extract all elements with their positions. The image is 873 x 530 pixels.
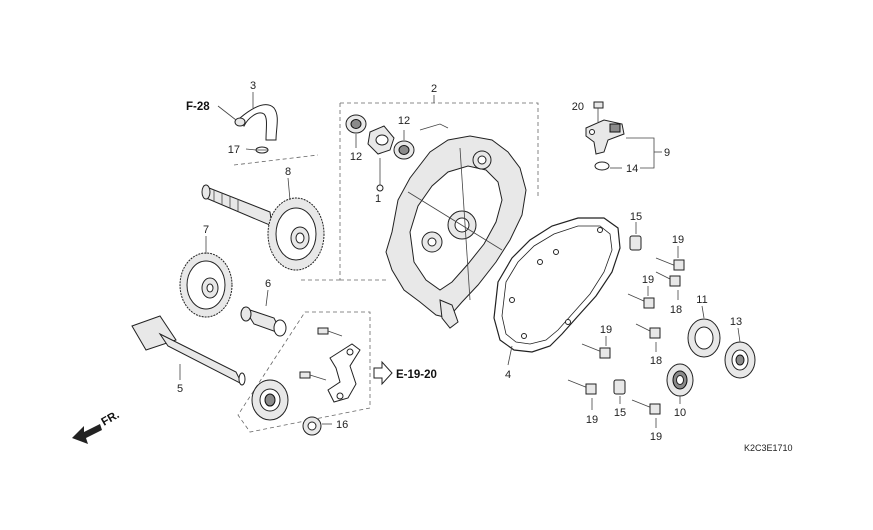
- part-number-2: 2: [431, 83, 437, 95]
- reference-arrow-e1920: [373, 360, 393, 386]
- bracket-bolt-upper: [317, 327, 343, 337]
- front-direction-arrow: [72, 424, 102, 444]
- bracket-bolt-lower: [299, 371, 327, 381]
- part-number-10: 10: [674, 407, 686, 419]
- bolt-19-d: [581, 343, 611, 359]
- bolt-19-c: [627, 293, 655, 309]
- part-number-19c: 19: [600, 324, 612, 336]
- reference-f28: F-28: [186, 101, 210, 113]
- bolt-19-a: [655, 257, 685, 271]
- part-number-15b: 15: [614, 407, 626, 419]
- oil-seal-13: [724, 341, 756, 379]
- bracket-group-outline: [237, 311, 371, 433]
- speed-sensor-9: [585, 119, 625, 155]
- part-number-5: 5: [177, 383, 183, 395]
- part-number-3: 3: [250, 80, 256, 92]
- part-number-12a: 12: [350, 151, 362, 163]
- drawing-code: K2C3E1710: [744, 443, 793, 453]
- part-number-4: 4: [505, 369, 511, 381]
- breather-tube-3: [234, 104, 278, 141]
- part-number-7: 7: [203, 224, 209, 236]
- clip-17: [255, 146, 269, 154]
- bracket-plate: [327, 343, 361, 403]
- part-number-20: 20: [572, 101, 584, 113]
- o-ring-14: [594, 161, 610, 171]
- bearing-12-right: [393, 140, 415, 160]
- part-number-13: 13: [730, 316, 742, 328]
- dowel-pin-15-upper: [629, 235, 642, 251]
- countershaft-gear-8: [201, 184, 325, 271]
- gear-6: [240, 306, 287, 337]
- gear-7: [179, 252, 233, 318]
- part-number-8: 8: [285, 166, 291, 178]
- reference-e1920: E-19-20: [396, 369, 437, 381]
- part-number-9: 9: [664, 147, 670, 159]
- part-number-18a: 18: [670, 304, 682, 316]
- bolt-18-b: [635, 323, 661, 339]
- shaft-bearing: [251, 379, 289, 421]
- collar-1: [367, 125, 395, 155]
- part-number-12b: 12: [398, 115, 410, 127]
- washer-16: [302, 416, 322, 436]
- part-number-1: 1: [375, 193, 381, 205]
- part-number-14: 14: [626, 163, 638, 175]
- front-label: FR.: [100, 409, 122, 429]
- bolt-19-e: [567, 379, 597, 395]
- part-number-19b: 19: [642, 274, 654, 286]
- bolt-19-b: [655, 271, 681, 287]
- dowel-pin-15-lower: [613, 379, 626, 395]
- final-shaft-5: [131, 315, 246, 386]
- part-number-11: 11: [696, 294, 707, 306]
- bearing-12-left: [345, 114, 367, 134]
- part-number-19e: 19: [650, 431, 662, 443]
- cover-group-outline: [340, 102, 539, 198]
- transmission-cover: [385, 135, 527, 329]
- part-number-15a: 15: [630, 211, 642, 223]
- bearing-10: [666, 363, 694, 397]
- bearing-11: [687, 318, 721, 358]
- part-number-16: 16: [336, 419, 348, 431]
- part-number-19d: 19: [586, 414, 598, 426]
- part-number-17: 17: [228, 144, 240, 156]
- part-number-19a: 19: [672, 234, 684, 246]
- bolt-19-f: [631, 399, 661, 415]
- part-number-18b: 18: [650, 355, 662, 367]
- bolt-20: [593, 101, 604, 122]
- part-number-6: 6: [265, 278, 271, 290]
